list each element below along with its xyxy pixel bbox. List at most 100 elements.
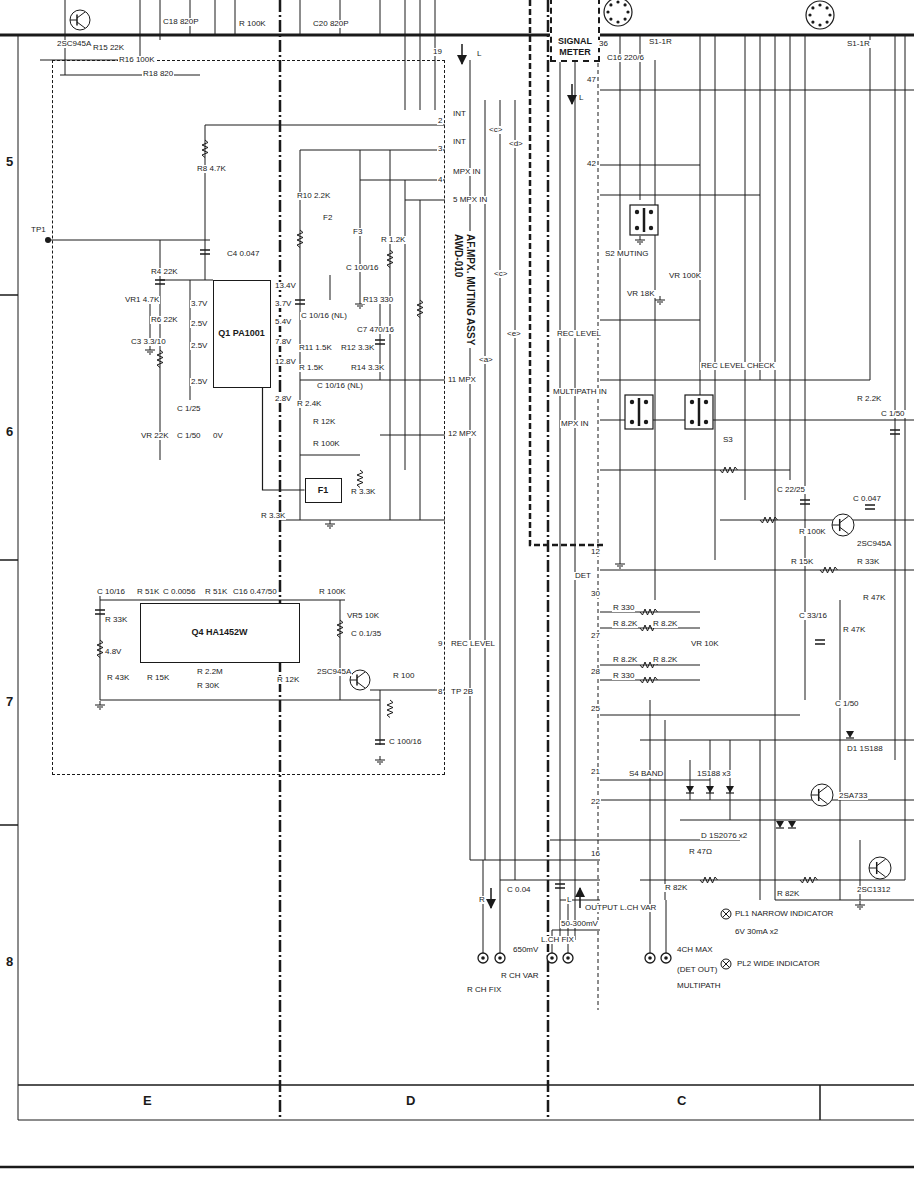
jack-symbol [645, 953, 655, 963]
component-label: R8 4.7K [196, 165, 227, 173]
component-label: 16 [590, 850, 601, 858]
component-label: R11 1.5K [298, 344, 333, 352]
lamp-symbol [723, 911, 730, 918]
component-label: R 100K [798, 528, 827, 536]
component-label: 22 [590, 798, 601, 806]
ground-symbol [615, 564, 625, 565]
wire [360, 180, 445, 181]
component-label: 2 [437, 117, 443, 125]
component-label: 27 [590, 632, 601, 640]
switch-contact [808, 13, 811, 16]
ground-symbol [360, 300, 361, 304]
wire [483, 860, 484, 953]
lamp-symbol [721, 909, 731, 919]
component-label: REC LEVEL CHECK [700, 362, 776, 370]
component-label: 1S188 x3 [696, 770, 732, 778]
assembly-boundary [530, 0, 605, 545]
component-label: C 0.047 [852, 495, 882, 503]
diode-symbol [726, 792, 734, 793]
component-label: R 1.5K [298, 364, 324, 372]
switch-contact [630, 400, 634, 404]
ic-package: Q1 PA1001 [213, 280, 271, 388]
ground-symbol [99, 709, 101, 710]
component-label: R15 22K [92, 44, 125, 52]
capacitor-symbol [815, 639, 825, 641]
component-label: C 1/50 [880, 410, 906, 418]
resistor-symbol [760, 517, 778, 523]
component-label: S1-1R [846, 40, 871, 48]
wire [575, 60, 576, 940]
transistor-symbol [811, 795, 819, 796]
wire [380, 690, 381, 745]
switch-contact [644, 420, 648, 424]
component-label: R [478, 896, 486, 904]
wire [600, 665, 700, 666]
wire [100, 590, 101, 700]
ground-symbol [147, 352, 153, 353]
component-label: REC LEVEL [556, 330, 602, 338]
switch-symbol [630, 205, 658, 235]
component-label: TP1 [30, 226, 47, 234]
capacitor-symbol [800, 499, 810, 501]
wire [600, 470, 790, 471]
wire [665, 720, 666, 900]
resistor-symbol [97, 640, 103, 658]
wire [500, 880, 501, 953]
diode-symbol [846, 731, 854, 738]
ground-symbol [379, 764, 381, 765]
component-label: R 3.3K [260, 512, 286, 520]
component-label: L [566, 896, 572, 904]
assembly-title: AF.MPX. MUTING ASSYAWD-010 [452, 231, 477, 348]
component-label: C3 3.3/10 [130, 338, 167, 346]
capacitor-symbol [375, 743, 385, 745]
component-label: L [578, 94, 584, 102]
wire [485, 100, 486, 860]
wire [405, 180, 406, 470]
component-label: 2.8V [274, 395, 292, 403]
wire [340, 600, 341, 700]
component-label: R 2.2M [196, 668, 224, 676]
ground-symbol [855, 905, 865, 906]
signal-arrow [490, 888, 492, 908]
component-label: R 12K [276, 676, 300, 684]
component-label: 47 [586, 76, 597, 84]
component-label: R 47K [842, 626, 866, 634]
capacitor-symbol [800, 503, 810, 505]
switch-symbol [698, 398, 701, 426]
grid-divider [279, 0, 282, 1120]
wire [905, 35, 906, 880]
ground-symbol [329, 528, 331, 529]
wire [655, 60, 656, 600]
resistor-symbol [387, 700, 393, 718]
wire [600, 320, 700, 321]
transistor-symbol [77, 12, 85, 18]
grid-tick [0, 294, 18, 296]
component-label: R 33K [104, 616, 128, 624]
transistor-symbol [350, 680, 357, 681]
component-label: 2SC945A [316, 668, 352, 676]
component-label: MPX IN [452, 168, 482, 176]
switch-contact [825, 6, 828, 9]
resistor-symbol [157, 350, 163, 368]
diode-symbol [726, 786, 734, 793]
transistor-symbol [70, 20, 77, 21]
switch-contact [609, 3, 612, 6]
component-label: 0V [212, 432, 224, 440]
component-label: 28 [590, 668, 601, 676]
wire [895, 35, 896, 760]
resistor-symbol [387, 250, 393, 268]
wire [600, 715, 800, 716]
component-label: R 100K [312, 440, 341, 448]
ground-symbol [150, 346, 151, 350]
wire [65, 0, 66, 75]
part-name: SIGNAL METER [552, 36, 598, 57]
component-label: 2.5V [190, 378, 208, 386]
component-label: 13.4V [274, 282, 297, 290]
wire [650, 880, 651, 953]
wire [60, 75, 200, 76]
component-label: R 100K [318, 588, 347, 596]
component-label: PL2 WIDE INDICATOR [736, 960, 821, 968]
wire [100, 600, 345, 601]
capacitor-symbol [375, 739, 385, 741]
transistor-symbol [840, 516, 849, 523]
